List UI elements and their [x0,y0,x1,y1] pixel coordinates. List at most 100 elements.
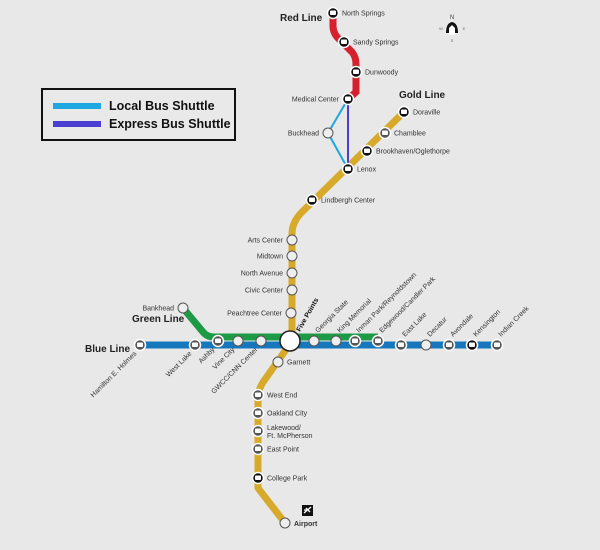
station-label: East Lake [401,311,428,338]
station-label: Doraville [413,110,440,117]
station-label: Airport [294,521,318,528]
station-civic-center[interactable]: Civic Center [245,284,298,296]
station-label: East Point [267,447,299,454]
station-marker [285,307,297,319]
station-peachtree-center[interactable]: Peachtree Center [227,307,297,319]
station-label: Avondale [449,313,475,339]
compass-icon: N W E S [439,15,466,43]
bus-icon [398,342,404,347]
station-label: Ashby [198,346,217,365]
station-marker [177,302,189,314]
station-doraville[interactable]: Doraville [397,105,441,119]
station-west-end[interactable]: West End [251,388,298,402]
station-label: Lindbergh Center [321,198,376,205]
bus-icon [375,338,381,343]
station-medical-center[interactable]: Medical Center [292,92,355,106]
station-marker [232,335,244,347]
station-label: GWCC/CNN Center [210,346,259,395]
bus-icon [345,96,351,101]
station-dunwoody[interactable]: Dunwoody [349,65,399,79]
bus-icon [494,342,500,347]
bus-icon [255,392,261,397]
station-marker [255,335,267,347]
compass-west: W [439,26,443,31]
station-east-point[interactable]: East Point [251,442,299,456]
airport-icon [302,505,313,516]
station-north-springs[interactable]: North Springs [326,6,386,20]
station-label: West Lake [165,350,193,378]
red-line-route [329,9,360,103]
station-label: Chamblee [394,131,426,138]
bus-icon [192,342,198,347]
bus-icon [137,342,143,347]
station-sandy-springs[interactable]: Sandy Springs [337,35,400,49]
station-lindbergh-center[interactable]: Lindbergh Center [305,193,376,207]
bus-icon [309,197,315,202]
station-brookhaven-oglethorpe[interactable]: Brookhaven/Oglethorpe [360,144,451,158]
station-marker [279,517,291,529]
station-lakewood[interactable]: Lakewood/Ft. McPherson [251,424,313,440]
station-label-line2: Ft. McPherson [267,433,313,440]
legend: Local Bus Shuttle Express Bus Shuttle [41,88,236,141]
station-label: Medical Center [292,97,340,104]
station-bankhead[interactable]: Bankhead [142,302,189,314]
station-label: Dunwoody [365,70,399,77]
station-label: North Springs [342,11,385,18]
station-marker [286,234,298,246]
station-label: Garnett [287,360,310,367]
station-label: Lenox [357,167,377,174]
bus-icon [353,69,359,74]
station-label: Buckhead [288,131,319,138]
bus-icon [382,130,388,135]
bus-icon [364,148,370,153]
station-label: Sandy Springs [353,40,399,47]
green-line-label: Green Line [132,314,185,325]
compass-south: S [451,38,454,43]
station-midtown[interactable]: Midtown [257,250,298,262]
station-chamblee[interactable]: Chamblee [378,126,427,140]
station-label: Decatur [426,316,449,339]
station-airport[interactable]: Airport [279,517,318,529]
station-oakland-city[interactable]: Oakland City [251,406,308,420]
station-arts-center[interactable]: Arts Center [248,234,298,246]
hub-station-marker [279,330,301,352]
compass-north: N [450,15,454,21]
legend-label: Local Bus Shuttle [109,99,215,113]
station-label: Brookhaven/Oglethorpe [376,149,450,156]
bus-icon [255,410,261,415]
bus-icon [352,338,358,343]
station-label: West End [267,393,297,400]
station-marker [286,284,298,296]
station-buckhead[interactable]: Buckhead [288,127,334,139]
bus-icon [215,338,221,343]
station-label: Hamilton E. Holmes [90,350,139,399]
station-label: North Avenue [241,271,283,278]
legend-item-express: Express Bus Shuttle [53,117,231,131]
station-north-avenue[interactable]: North Avenue [241,267,298,279]
compass-east: E [463,26,466,31]
bus-icon [255,428,261,433]
legend-label: Express Bus Shuttle [109,117,231,131]
bus-icon [469,342,475,347]
station-marker [272,356,284,368]
bus-icon [446,342,452,347]
station-label: Lakewood/ [267,425,301,432]
bus-icon [330,10,336,15]
station-marker [330,335,342,347]
blue-line-label: Blue Line [85,344,130,355]
station-marker [286,267,298,279]
bus-icon [255,446,261,451]
station-college-park[interactable]: College Park [251,471,308,485]
station-lenox[interactable]: Lenox [341,162,377,176]
station-marker [420,339,432,351]
station-marker [286,250,298,262]
station-label: Peachtree Center [227,311,283,318]
bus-icon [345,166,351,171]
station-label: Indian Creek [497,305,530,338]
station-garnett[interactable]: Garnett [272,356,310,368]
bus-icon [401,109,407,114]
express-bus-swatch [53,121,101,127]
local-bus-swatch [53,103,101,109]
